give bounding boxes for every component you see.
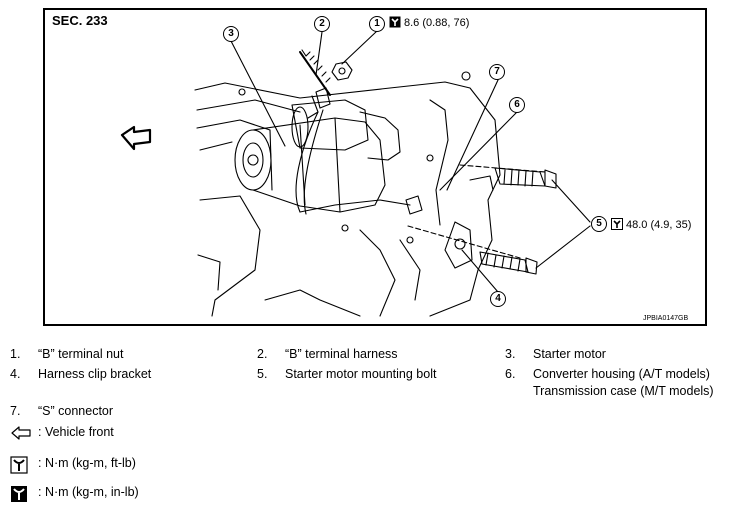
- torque-wrench-ftlb-icon: [611, 218, 623, 230]
- callout-1: 1: [369, 16, 385, 32]
- torque-5-value: 48.0 (4.9, 35): [626, 219, 692, 231]
- callout-4: 4: [490, 291, 506, 307]
- figure-id: JPBIA0147GB: [643, 315, 689, 322]
- torque-wrench-inlb-icon: [11, 486, 27, 502]
- figure-frame: [43, 8, 707, 326]
- callout-7: 7: [489, 64, 505, 80]
- callout-6: 6: [509, 97, 525, 113]
- torque-spec-5: 48.0 (4.9, 35): [611, 218, 691, 231]
- section-label: SEC. 233: [52, 13, 108, 28]
- torque-spec-1: 8.6 (0.88, 76): [389, 16, 469, 29]
- torque-wrench-ftlb-icon: [10, 456, 28, 474]
- callout-5: 5: [591, 216, 607, 232]
- arrow-vehicle-front-icon: [11, 426, 31, 440]
- starter-motor-illustration: [120, 30, 591, 317]
- callout-3: 3: [223, 26, 239, 42]
- torque-1-value: 8.6 (0.88, 76): [404, 17, 470, 29]
- torque-wrench-inlb-icon: [389, 16, 401, 28]
- callout-2: 2: [314, 16, 330, 32]
